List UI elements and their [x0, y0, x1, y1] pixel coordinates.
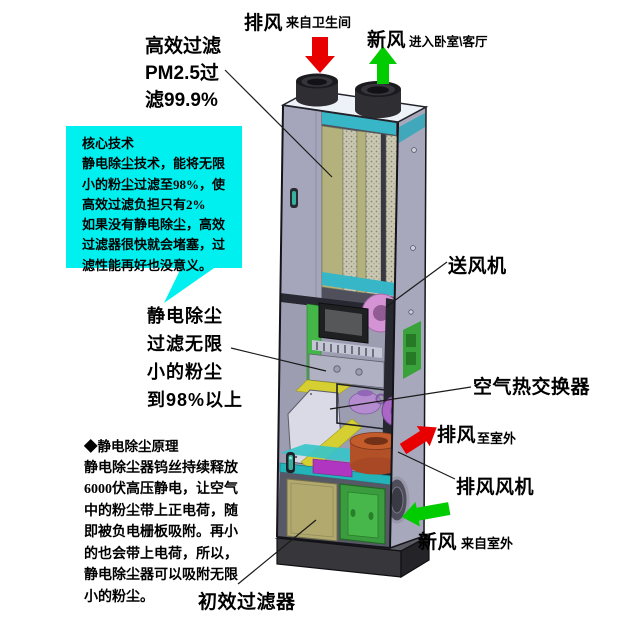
leader-line-heat-exchanger: [329, 386, 472, 410]
screw-icon: [408, 309, 414, 315]
principle-line: 6000伏高压静电，让空气: [84, 482, 238, 497]
principle-line: 静电除尘器钨丝持续释放: [84, 460, 238, 476]
esp-principle-text: ◆静电除尘原理 静电除尘器钨丝持续释放 6000伏高压静电，让空气 中的粉尘带上…: [84, 436, 238, 608]
leader-line-primary-filter: [237, 519, 317, 585]
label-esp: 静电除尘 过滤无限 小的粉尘 到98%以上: [147, 302, 243, 414]
label-primary-filter: 初效过滤器: [198, 592, 296, 613]
hepa-line: 滤99.9%: [145, 90, 218, 111]
label-heat-exchanger: 空气热交换器: [473, 377, 591, 398]
hepa-line: 高效过滤: [145, 36, 222, 57]
screw-icon: [410, 245, 416, 251]
unit-front-interior: [277, 105, 398, 548]
arrow-left-fresh-in-icon: [402, 501, 451, 527]
top-plate: [280, 73, 429, 123]
hepa-filter-section: [279, 105, 398, 308]
label-exhaust-out-note: 至室外: [477, 431, 517, 446]
heat-exchanger-side-view: [403, 321, 421, 379]
screw-icon: [411, 147, 417, 153]
leader-line-hepa: [224, 69, 333, 178]
purple-panel: [312, 458, 353, 478]
hepa-line: PM2.5过: [145, 63, 219, 84]
esp-line: 过滤无限: [147, 334, 223, 354]
arrow-down-exhaust-icon: [305, 37, 335, 73]
core-tech-callout: 核心技术 静电除尘技术，能将无限 小的粉尘过滤至98%，使 高效过滤负担只有2%…: [66, 126, 242, 273]
esp-line: 静电除尘: [147, 306, 223, 326]
fresh-air-port: [355, 81, 401, 118]
label-exhaust-out: 排风: [437, 425, 477, 446]
label-supply-fan: 送风机: [448, 256, 507, 277]
arrow-right-exhaust-out-icon: [399, 426, 437, 455]
label-fresh-top: 新风: [367, 30, 407, 51]
label-fresh-in: 新风: [418, 532, 458, 553]
principle-line: ◆静电除尘原理: [84, 439, 179, 454]
exhaust-fan-group: [279, 395, 398, 486]
leader-line-supply-fan: [385, 261, 448, 308]
leader-line-esp: [230, 347, 327, 372]
callout-tail: [164, 266, 217, 303]
esp-line: 到98%以上: [147, 390, 244, 410]
label-exhaust-top-note: 来自卫生间: [286, 15, 352, 30]
core-tech-line: 过滤器很快就会堵塞，过: [82, 237, 226, 253]
core-tech-line: 静电除尘技术，能将无限: [82, 156, 226, 172]
arrow-up-fresh-icon: [369, 46, 397, 84]
esp-line: 小的粉尘: [147, 362, 223, 382]
label-fresh-top-note: 进入卧室\客厅: [409, 35, 488, 49]
exhaust-fan-cylinder: [349, 432, 398, 475]
core-tech-line: 如果没有静电除尘，高效: [82, 217, 226, 233]
green-panel: [339, 483, 386, 545]
principle-line: 中的粉尘带上正电荷，随: [84, 503, 238, 519]
principle-line: 即被负电栅板吸附。再小: [84, 525, 238, 540]
core-tech-line: 核心技术: [82, 136, 135, 151]
principle-line: 的也会带上电荷，所以，: [84, 546, 238, 562]
primary-filter-panel: [286, 478, 338, 542]
core-tech-line: 高效过滤负担只有2%: [82, 196, 206, 212]
control-screen: [318, 302, 369, 344]
core-tech-line: 小的粉尘过滤至98%，使: [82, 176, 226, 192]
leader-line-exhaust-fan: [397, 451, 456, 480]
label-exhaust-top: 排风: [244, 13, 284, 34]
exhaust-port: [296, 73, 338, 107]
core-tech-line: 滤性能再好也没意义。: [82, 257, 213, 273]
label-fresh-in-note: 来自室外: [461, 536, 514, 551]
principle-line: 静电除尘器可以吸附无限: [84, 568, 238, 583]
label-hepa-filter: 高效过滤 PM2.5过 滤99.9%: [145, 33, 221, 114]
electrostatic-precipitator-box: [308, 353, 385, 389]
label-exhaust-fan: 排风风机: [456, 477, 535, 498]
principle-line: 小的粉尘。: [84, 589, 154, 605]
